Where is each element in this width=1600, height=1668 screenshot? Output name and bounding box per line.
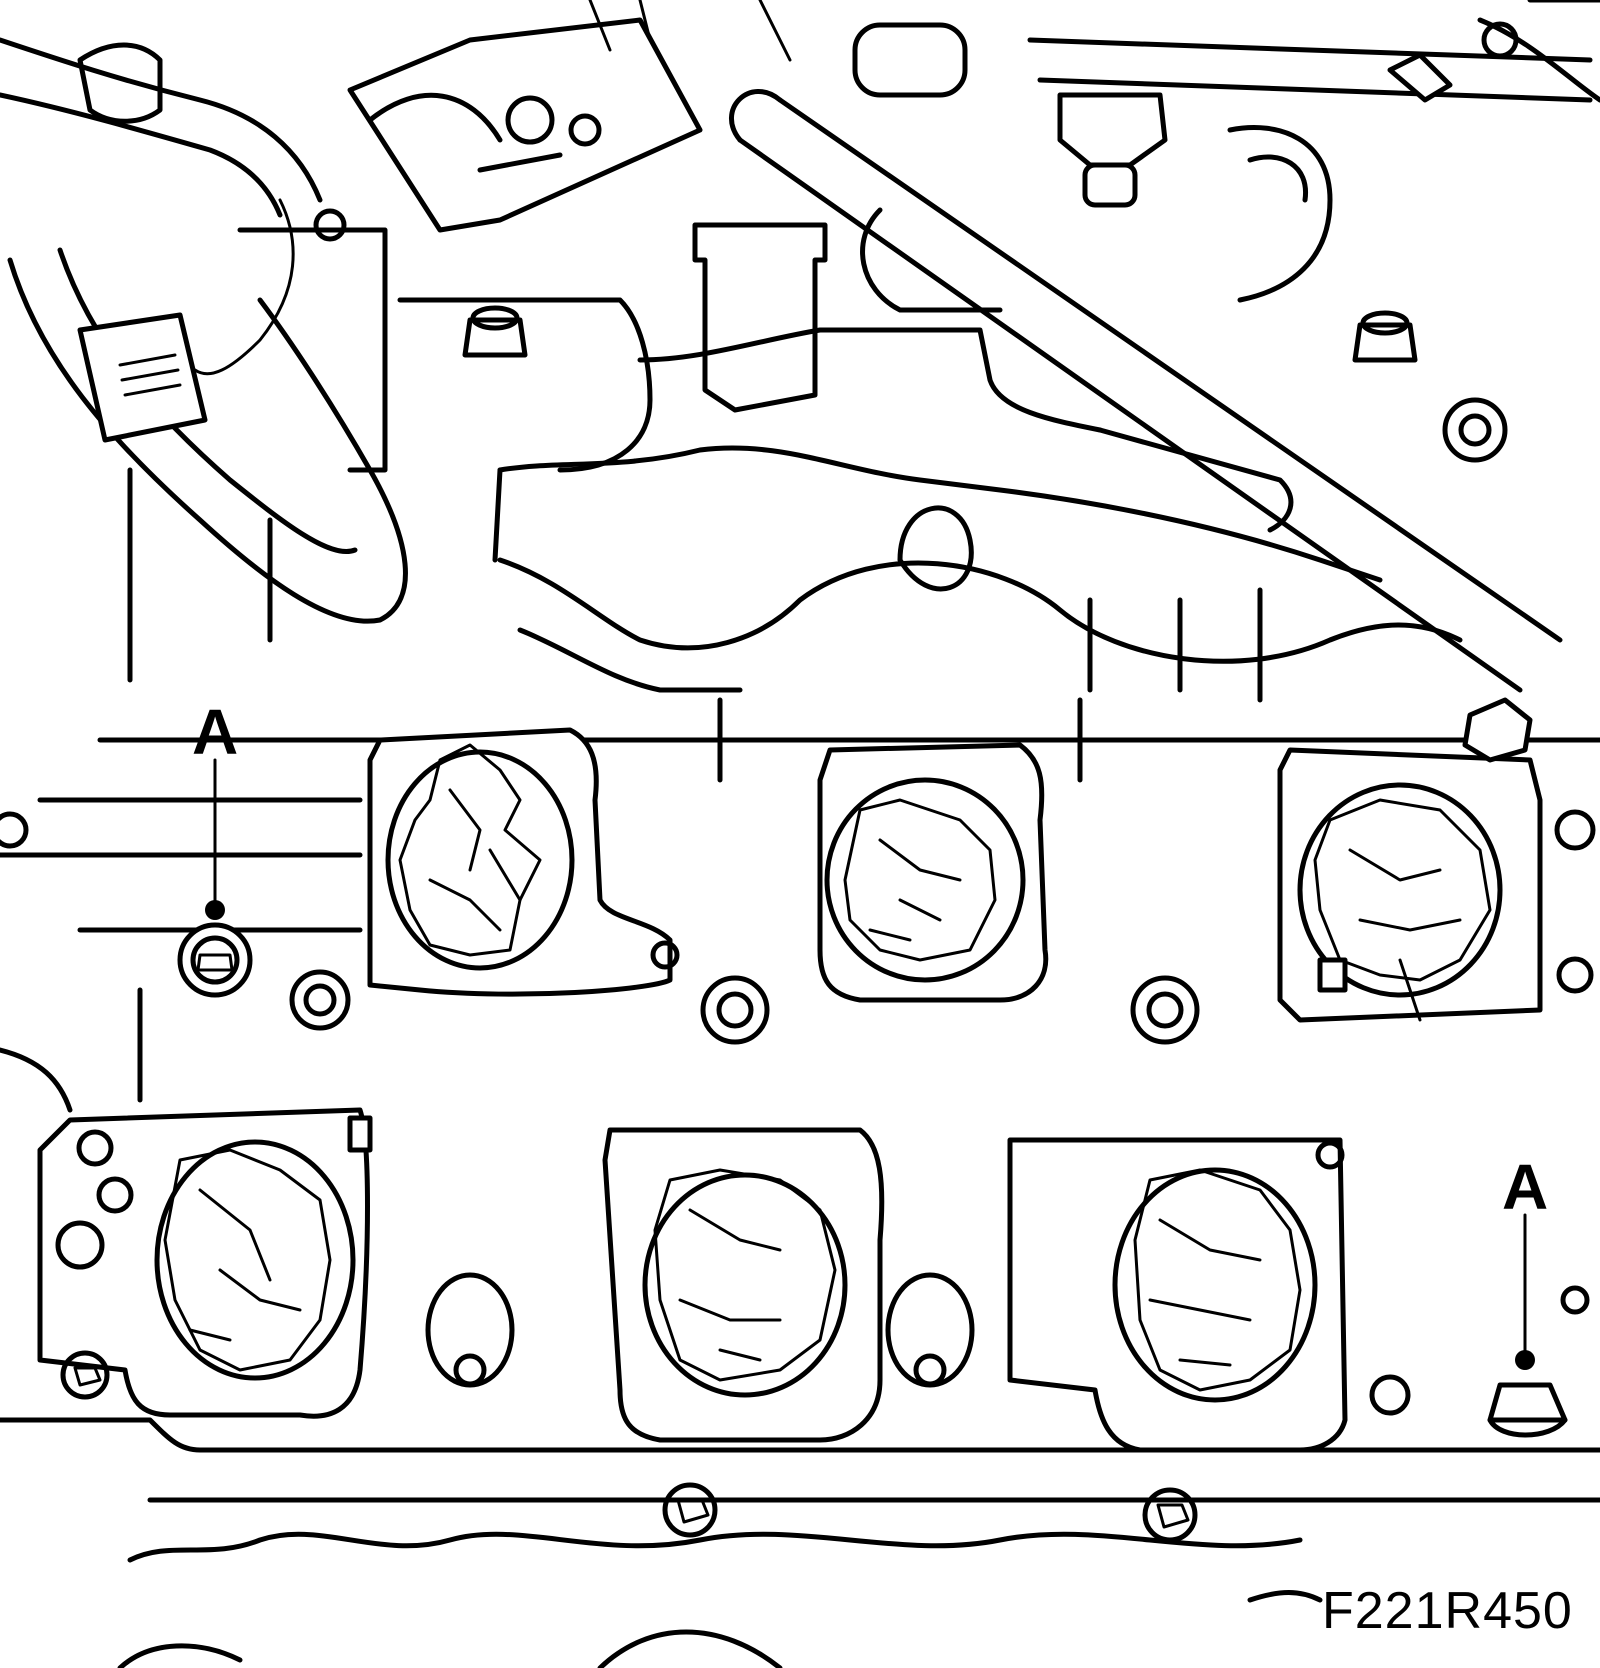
port-plug-rag — [1133, 1168, 1302, 1392]
port-plug-rag — [1313, 798, 1492, 1022]
flange-bolt-boss — [662, 1482, 718, 1538]
callout-a-right-pointer — [1487, 1213, 1568, 1438]
flange-bolt-boss — [425, 1272, 515, 1388]
flange-bolt-boss — [700, 975, 770, 1045]
intake-port — [1277, 747, 1543, 1023]
intake-port — [1007, 1137, 1348, 1453]
intake-port — [602, 1127, 885, 1443]
flange-bolt-boss — [885, 1272, 975, 1388]
flange-bolt-boss — [1130, 975, 1200, 1045]
callout-a-right-label: A — [1502, 1151, 1549, 1223]
callout-a-left-pointer — [177, 758, 253, 998]
upper-engine-components — [0, 0, 1600, 858]
rail-bolt — [462, 305, 528, 358]
intake-port — [367, 727, 673, 997]
port-plug-rag — [843, 798, 997, 962]
figure-code: F221R450 — [1322, 1582, 1573, 1640]
port-plug-rag — [653, 1168, 837, 1382]
flange-bolt-boss — [289, 969, 351, 1031]
port-plug-rag — [163, 1148, 332, 1372]
rail-bolt — [1352, 310, 1418, 363]
intake-port — [37, 1107, 370, 1419]
callout-a-left-label: A — [192, 696, 239, 768]
flange-bolt-boss — [60, 1350, 110, 1400]
flange-bolt-boss — [1369, 1374, 1411, 1416]
cylinder-head-flange — [0, 927, 1600, 1668]
flange-bolt-boss — [1142, 1487, 1198, 1543]
port-plug-rag — [398, 743, 542, 957]
